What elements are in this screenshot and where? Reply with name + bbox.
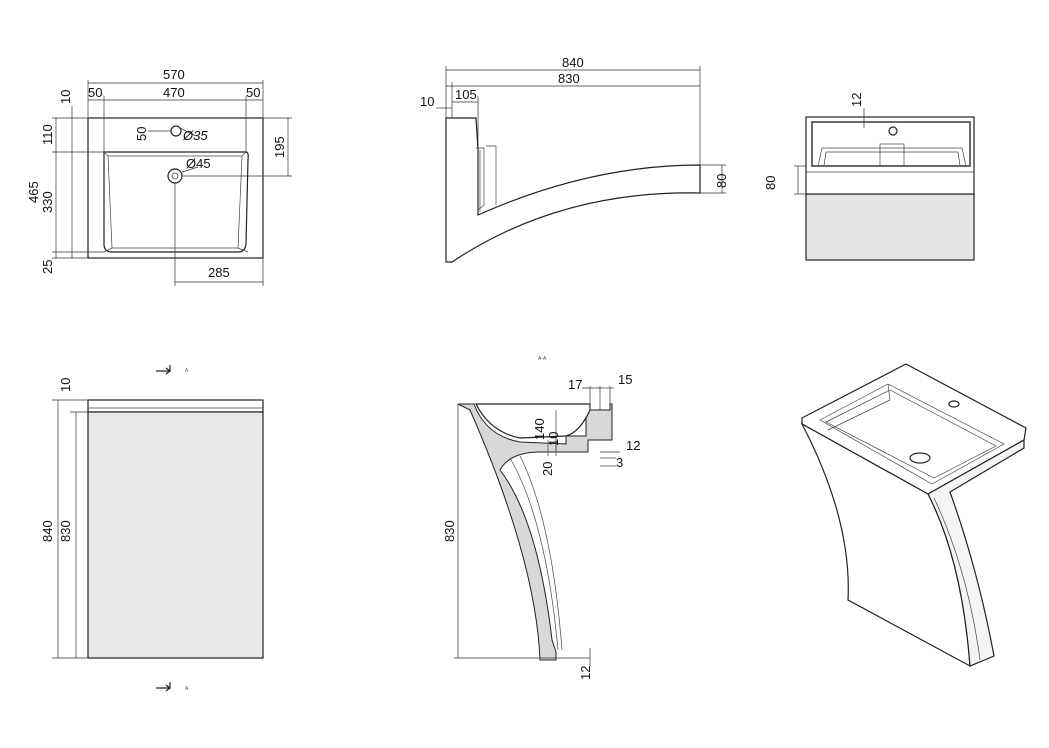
dim-465: 465 <box>26 181 41 203</box>
dim-80-side: 80 <box>714 174 729 188</box>
dim-195: 195 <box>272 136 287 158</box>
dim-570: 570 <box>163 67 185 82</box>
dim-20: 20 <box>540 462 555 476</box>
dim-330: 330 <box>40 191 55 213</box>
dim-50-right: 50 <box>246 85 260 100</box>
dim-10-top: 10 <box>58 90 73 104</box>
dim-12-section-bottom: 12 <box>578 666 593 680</box>
dim-3: 3 <box>616 455 623 470</box>
dim-840-upper: 840 <box>562 55 584 70</box>
section-view <box>454 386 620 666</box>
dim-830-upper: 830 <box>558 71 580 86</box>
dim-80-end: 80 <box>763 176 778 190</box>
dim-10-section: 10 <box>546 432 561 446</box>
dim-110: 110 <box>40 124 55 145</box>
dim-50-faucet: 50 <box>134 127 149 141</box>
dim-105: 105 <box>455 87 477 102</box>
isometric-view <box>800 363 1027 668</box>
end-view <box>794 108 975 261</box>
dim-faucet-hole: Ø35 <box>182 128 208 143</box>
dim-10-front: 10 <box>58 378 73 392</box>
dim-12-section-top: 12 <box>626 438 640 453</box>
dim-15: 15 <box>618 372 632 387</box>
dim-470: 470 <box>163 85 185 100</box>
dim-12-end: 12 <box>849 93 864 107</box>
side-view-upper <box>436 66 726 263</box>
dim-drain-hole: Ø45 <box>186 156 211 171</box>
section-mark-bottom: A <box>185 686 189 692</box>
dim-17: 17 <box>568 377 582 392</box>
dim-285: 285 <box>208 265 230 280</box>
section-mark-top: A <box>185 368 189 374</box>
dim-840-front: 840 <box>40 520 55 542</box>
dim-10-side: 10 <box>420 94 434 109</box>
dim-830-front: 830 <box>58 520 73 542</box>
dim-140: 140 <box>532 418 547 440</box>
front-view <box>52 365 264 692</box>
dim-25: 25 <box>40 260 55 274</box>
dim-50-left: 50 <box>88 85 102 100</box>
top-view <box>52 80 292 286</box>
dim-830-section: 830 <box>442 520 457 542</box>
section-title: A-A <box>538 356 547 362</box>
